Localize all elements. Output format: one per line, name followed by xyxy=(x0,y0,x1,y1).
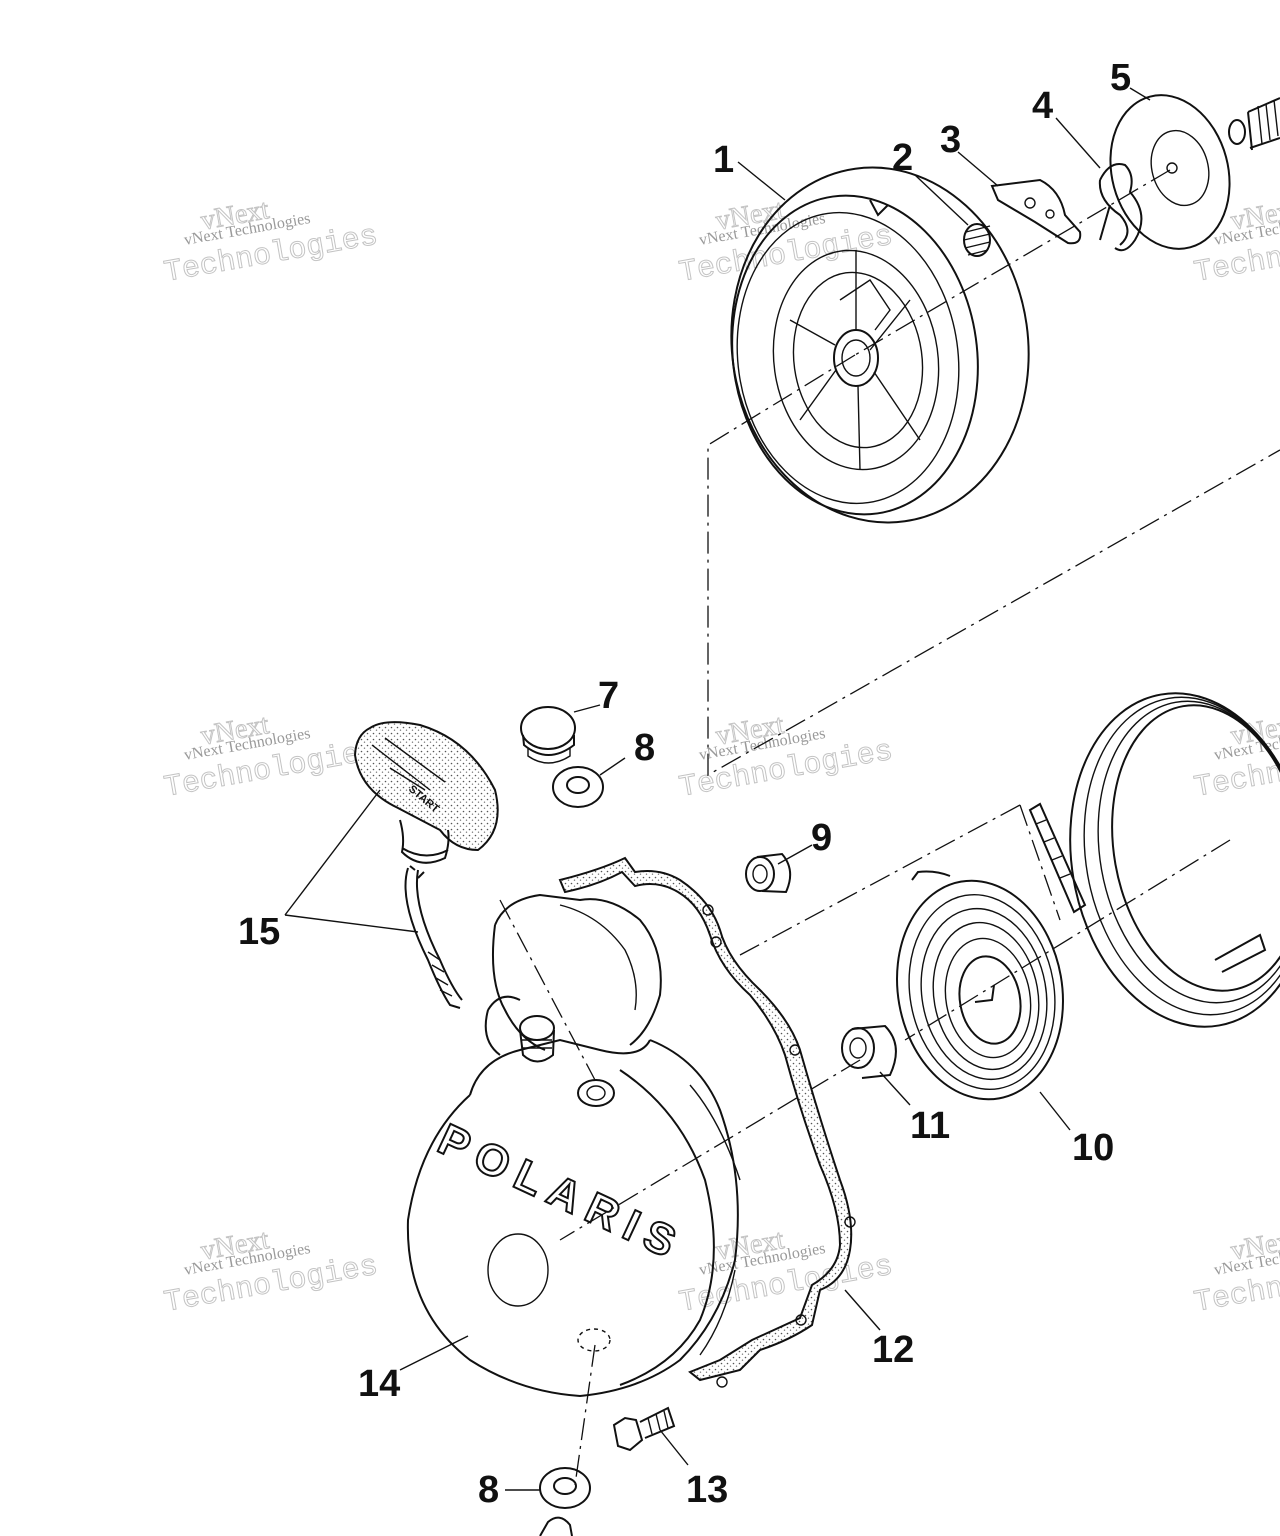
callout-1: 1 xyxy=(713,139,734,181)
part-housing-bolt xyxy=(612,1406,676,1452)
callout-10: 10 xyxy=(1072,1127,1114,1169)
part-starter-handle: START xyxy=(353,721,499,1009)
callout-7: 7 xyxy=(598,675,619,717)
part-starter-rope-reel xyxy=(1028,692,1280,1028)
callout-12: 12 xyxy=(872,1329,914,1371)
callout-5: 5 xyxy=(1110,57,1131,99)
part-plug-bottom xyxy=(539,1516,573,1536)
cover-brand-text: POLARIS xyxy=(431,1115,692,1272)
callout-8-bottom: 8 xyxy=(478,1469,499,1511)
callout-labels: 1 2 3 4 5 7 8 9 10 11 12 13 14 15 8 xyxy=(238,57,1131,1511)
part-recoil-spring xyxy=(896,870,1064,1101)
part-gasket xyxy=(558,856,856,1388)
part-washer-bottom xyxy=(539,1467,591,1509)
part-washer-top xyxy=(552,766,604,808)
callout-11: 11 xyxy=(910,1105,950,1147)
part-friction-plate xyxy=(1109,94,1231,250)
leader-lines xyxy=(284,87,1151,1491)
part-center-bolt xyxy=(1228,97,1280,151)
assembly-axis-lines xyxy=(499,169,1280,1486)
callout-3: 3 xyxy=(940,119,961,161)
part-retainer-clip xyxy=(1098,163,1143,252)
part-recoil-housing: POLARIS xyxy=(406,893,741,1398)
callout-9: 9 xyxy=(811,817,832,859)
callout-13: 13 xyxy=(686,1469,728,1511)
part-pulley xyxy=(730,166,1030,524)
part-pawl-spring xyxy=(963,223,991,257)
part-bushing-9 xyxy=(745,852,792,894)
callout-15: 15 xyxy=(238,911,280,953)
part-bushing-11 xyxy=(841,1024,897,1079)
callout-4: 4 xyxy=(1032,85,1053,127)
callout-8-top: 8 xyxy=(634,727,655,769)
part-plug-top xyxy=(520,706,576,764)
part-pawl xyxy=(990,178,1082,245)
callout-14: 14 xyxy=(358,1363,400,1405)
callout-2: 2 xyxy=(892,137,913,179)
